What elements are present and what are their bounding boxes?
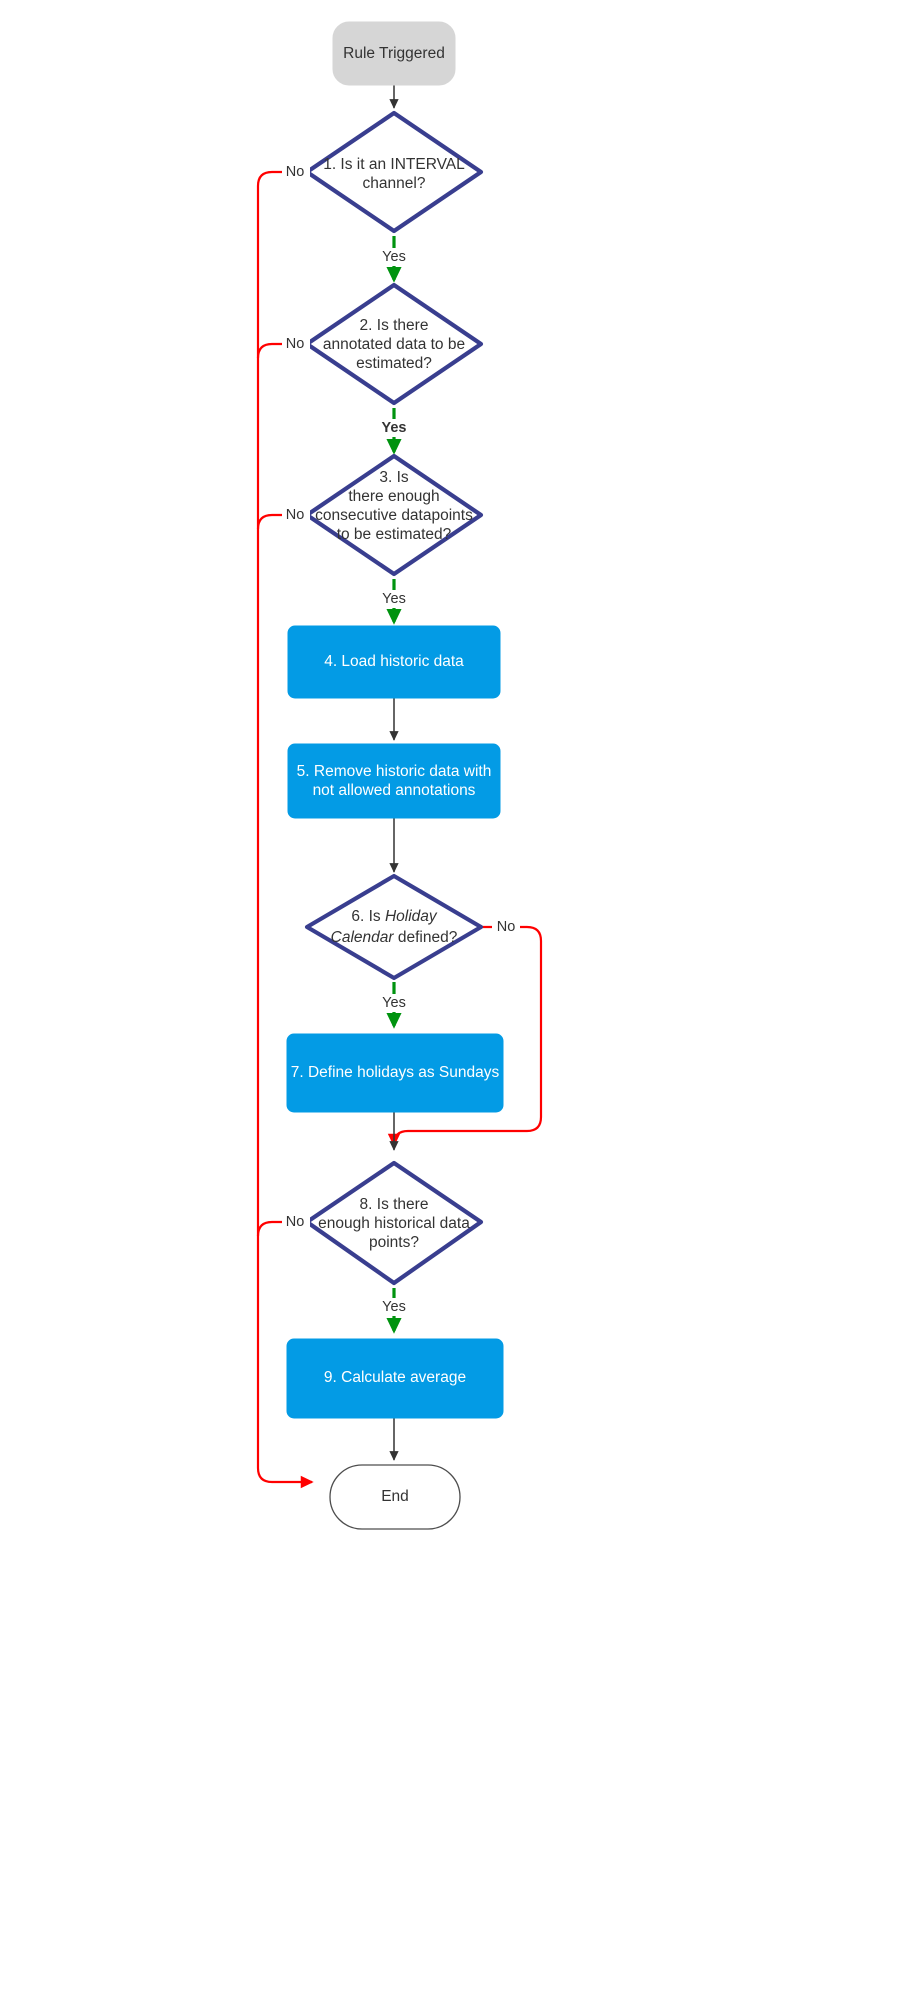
node-decision-1[interactable]: 1. Is it an INTERVAL channel? [304,110,484,234]
node-process-4-label: 4. Load historic data [324,653,464,670]
d6-l2-italic: Calendar [331,929,395,946]
edge-label-d6-no-text: No [497,919,516,935]
node-process-4[interactable]: 4. Load historic data [287,625,501,699]
node-start[interactable]: Rule Triggered [332,21,456,86]
node-start-shape[interactable] [332,21,456,86]
node-process-9-shape[interactable] [286,1338,504,1419]
node-decision-3[interactable]: 3. Is there enough consecutive datapoint… [304,453,484,577]
edge-label-d8-yes: Yes [376,1298,412,1316]
node-decision-8-shape[interactable] [304,1160,484,1286]
edge-d6-to-d8-no [387,925,543,1147]
node-decision-1-label-line1: 1. Is it an INTERVAL [323,156,465,173]
edge-label-d2-no-text: No [286,336,305,352]
node-decision-6-label-line2: Calendar defined? [331,929,458,946]
node-decision-6-label-line1: 6. Is Holiday [351,908,438,925]
node-decision-1-shape[interactable] [304,110,484,234]
node-process-5-label-line1: 5. Remove historic data with [297,763,492,780]
node-start-label: Rule Triggered [343,45,445,62]
edge-label-d1-yes-text: Yes [382,249,406,265]
edge-label-d2-no: No [282,335,310,353]
node-process-9-label: 9. Calculate average [324,1369,466,1386]
node-decision-3-label-line1: 3. Is [379,469,409,486]
node-decision-2-label-line3: estimated? [356,355,432,372]
node-decision-8-label-line2: enough historical data [318,1215,470,1232]
d6-l1-plain: 6. Is [351,908,385,925]
node-decision-6[interactable]: 6. Is Holiday Calendar defined? [304,873,484,981]
edge-label-d6-yes: Yes [376,994,412,1012]
node-decision-2[interactable]: 2. Is there annotated data to be estimat… [304,282,484,406]
edge-label-d6-no: No [492,918,520,936]
edge-no-trunk [256,170,314,1489]
node-decision-8-label-line3: points? [369,1234,419,1251]
node-process-7-label: 7. Define holidays as Sundays [291,1064,500,1081]
node-decision-2-label-line2: annotated data to be [323,336,465,353]
node-end-label: End [381,1488,409,1505]
node-decision-8-label-line1: 8. Is there [360,1196,429,1213]
d6-l1-italic: Holiday [385,908,438,925]
node-process-5[interactable]: 5. Remove historic data with not allowed… [287,743,501,819]
node-decision-3-shape[interactable] [304,453,484,577]
edge-label-d8-no: No [282,1213,310,1231]
node-process-7-shape[interactable] [286,1033,504,1113]
node-decision-2-shape[interactable] [304,282,484,406]
node-process-5-label-line2: not allowed annotations [313,782,476,799]
edge-label-d1-yes: Yes [376,248,412,266]
edge-label-d3-yes: Yes [376,590,412,608]
node-process-5-shape[interactable] [287,743,501,819]
edge-label-d3-no: No [282,506,310,524]
edge-label-d1-no: No [282,163,310,181]
d6-l2-plain: defined? [394,929,458,946]
edge-label-d2-yes-text: Yes [382,420,407,436]
node-process-7[interactable]: 7. Define holidays as Sundays [286,1033,504,1113]
edge-label-d8-yes-text: Yes [382,1299,406,1315]
edge-label-d6-yes-text: Yes [382,995,406,1011]
node-end-shape[interactable] [329,1464,461,1530]
node-end[interactable]: End [329,1464,461,1530]
node-process-9[interactable]: 9. Calculate average [286,1338,504,1419]
node-decision-1-label-line2: channel? [363,175,426,192]
edge-label-d2-yes: Yes [374,419,414,437]
node-decision-3-label-line4: to be estimated? [337,526,452,543]
node-decision-8[interactable]: 8. Is there enough historical data point… [304,1160,484,1286]
node-decision-3-label-line3: consecutive datapoints [315,507,473,524]
edge-label-d3-yes-text: Yes [382,591,406,607]
node-decision-3-label-line2: there enough [348,488,439,505]
node-decision-2-label-line1: 2. Is there [360,317,429,334]
edge-label-d8-no-text: No [286,1214,305,1230]
node-process-4-shape[interactable] [287,625,501,699]
node-decision-6-shape[interactable] [304,873,484,981]
edge-label-d1-no-text: No [286,164,305,180]
edge-label-d3-no-text: No [286,507,305,523]
